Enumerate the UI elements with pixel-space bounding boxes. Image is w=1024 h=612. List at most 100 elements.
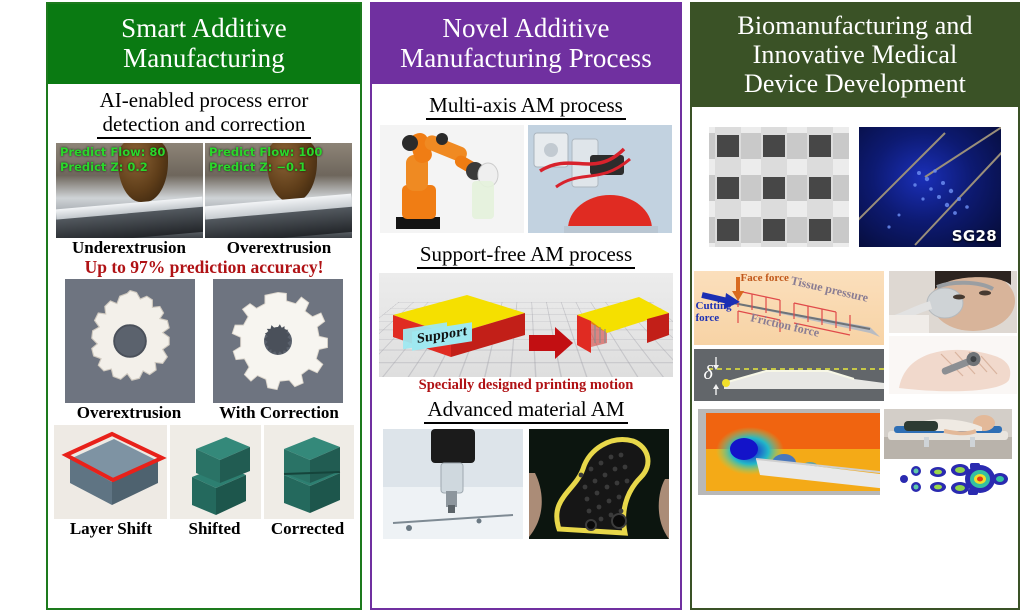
panel-1-header-line-1: Smart Additive: [121, 13, 287, 43]
prediction-overlay-right: Predict Flow: 100 Predict Z: −0.1: [209, 145, 322, 176]
label-cutting-force-line-2: force: [695, 311, 720, 324]
caption-gear-overextrusion: Overextrusion: [76, 403, 182, 422]
printing-motion-note: Specially designed printing motion: [418, 376, 634, 393]
bio-bottom-row: [698, 409, 1012, 497]
caption-overextrusion: Overextrusion: [226, 237, 332, 257]
label-cutting-force-line-1: Cutting: [695, 300, 732, 313]
caption-layer-shift: Layer Shift: [69, 518, 153, 538]
section-title-multi-axis: Multi-axis AM process: [426, 93, 626, 121]
panel-3-header-line-1: Biomanufacturing and: [737, 11, 973, 40]
predict-flow-right: Predict Flow: 100: [209, 144, 323, 159]
panel-1-header: Smart Additive Manufacturing: [48, 4, 360, 85]
panel-novel-additive-manufacturing-process: Novel Additive Manufacturing Process Mul…: [370, 2, 682, 610]
support-free-illustration: Support: [378, 272, 674, 377]
layer-shift-cube-graphic: [54, 424, 168, 519]
caption-corrected: Corrected: [270, 518, 345, 538]
support-comparison-graphic: Support: [379, 272, 673, 377]
panel-2-body: Multi-axis AM process: [372, 84, 680, 608]
panel-1-section-title: AI-enabled process error detection and c…: [96, 88, 312, 139]
pressure-field-graphic: [698, 409, 880, 496]
panel-2-header: Novel Additive Manufacturing Process: [372, 4, 680, 85]
hand-implant-graphic: [888, 336, 1017, 395]
deflection-graphic: [693, 349, 884, 402]
printhead-graphic: [528, 125, 672, 234]
rough-gear-graphic: [91, 289, 170, 381]
panel-smart-additive-manufacturing: Smart Additive Manufacturing AI-enabled …: [46, 2, 362, 610]
body-pressure-graphic: [884, 462, 1012, 497]
layer-shift-photo: [54, 424, 168, 519]
shifted-cube-graphic: [170, 424, 261, 519]
panel-2-header-line-1: Novel Additive: [442, 13, 610, 43]
fluorescence-graphic: [859, 127, 1001, 247]
panel-3-header-line-2: Innovative Medical: [752, 40, 958, 70]
nozzle-shape: [266, 142, 317, 202]
body-pressure-map: [884, 462, 1012, 497]
gear-image-pair: [54, 279, 354, 403]
section-title-advanced-material: Advanced material AM: [424, 397, 628, 424]
extrusion-image-pair: Predict Flow: 80 Predict Z: 0.2 Predict …: [54, 142, 354, 238]
label-cutting-force: Cutting force: [695, 300, 732, 324]
panel-1-section-title-line-2: detection and correction: [102, 112, 306, 137]
kuka-robot-arm-photo: [380, 125, 524, 234]
panel-3-header-line-3: Device Development: [744, 69, 966, 99]
nozzle-shape: [117, 142, 168, 202]
gear-overextrusion-photo: [65, 279, 195, 403]
surgical-force-column: Face force Cutting force Tissue pressure…: [693, 271, 884, 402]
prediction-overlay-left: Predict Flow: 80 Predict Z: 0.2: [60, 145, 165, 176]
lattice-part-in-hand-photo: [529, 428, 669, 539]
cpap-patient-graphic: [888, 271, 1017, 334]
hand-implant-photo: [888, 336, 1017, 395]
accuracy-note: Up to 97% prediction accuracy!: [84, 256, 324, 277]
extrusion-captions: Underextrusion Overextrusion: [54, 238, 354, 257]
caption-shifted: Shifted: [188, 518, 241, 538]
patient-bed-column: [884, 409, 1012, 497]
panel-3-body: SG28: [692, 107, 1018, 608]
micro-dispensing-photo: [383, 428, 523, 539]
cube-captions: Layer Shift Shifted Corrected: [54, 519, 354, 538]
gear-captions: Overextrusion With Correction: [54, 403, 354, 422]
corrected-cube-graphic: [263, 424, 355, 519]
panel-1-body: AI-enabled process error detection and c…: [48, 84, 360, 608]
corrected-cube-photo: [263, 424, 355, 519]
printhead-dome-photo: [528, 125, 672, 234]
predict-z-left: Predict Z: 0.2: [60, 160, 148, 175]
predict-flow-left: Predict Flow: 80: [60, 144, 166, 159]
overextrusion-photo: Predict Flow: 100 Predict Z: −0.1: [205, 142, 352, 238]
section-title-support-free: Support-free AM process: [416, 242, 636, 269]
lattice-composite-graphic: [529, 428, 669, 539]
robot-arm-graphic: [380, 125, 524, 234]
panel-biomanufacturing-medical-devices: Biomanufacturing and Innovative Medical …: [690, 2, 1020, 610]
caption-underextrusion: Underextrusion: [72, 237, 186, 257]
panel-3-spacer: [698, 496, 1012, 604]
medical-device-column: [888, 271, 1017, 401]
scaffold-micrograph: [709, 127, 849, 248]
surgical-force-diagram: Face force Cutting force Tissue pressure…: [693, 271, 884, 346]
support-vs-nosupport-svg: [393, 294, 669, 359]
force-vectors-graphic: [700, 277, 880, 338]
panel-2-spacer: [378, 539, 674, 604]
bio-top-image-row: SG28: [698, 127, 1012, 248]
panel-1-header-line-2: Manufacturing: [123, 43, 285, 74]
needle-deflection-image: δ: [693, 349, 884, 402]
fluorescence-micrograph: SG28: [859, 127, 1001, 248]
caption-gear-with-correction: With Correction: [219, 403, 339, 422]
scaffold-graphic: [709, 127, 849, 248]
label-face-force: Face force: [740, 272, 789, 285]
panel-3-header: Biomanufacturing and Innovative Medical …: [692, 4, 1018, 108]
multi-axis-image-pair: [378, 125, 674, 234]
panel-1-section-title-line-1: AI-enabled process error: [99, 88, 309, 113]
underextrusion-photo: Predict Flow: 80 Predict Z: 0.2: [56, 142, 203, 238]
patient-on-bed-photo: [884, 409, 1012, 460]
patient-bed-graphic: [884, 409, 1012, 460]
delta-deflection-symbol: δ: [703, 362, 713, 385]
gear-with-correction-photo: [213, 279, 343, 403]
bio-middle-row: Face force Cutting force Tissue pressure…: [693, 271, 1017, 402]
predict-z-right: Predict Z: −0.1: [209, 160, 307, 175]
advanced-material-image-pair: [378, 428, 674, 539]
shifted-cube-photo: [170, 424, 261, 519]
pressure-field-simulation: [698, 409, 880, 496]
cpap-mask-photo: [888, 271, 1017, 334]
fluorescence-sample-tag: SG28: [951, 227, 997, 246]
clean-gear-graphic: [231, 291, 328, 391]
